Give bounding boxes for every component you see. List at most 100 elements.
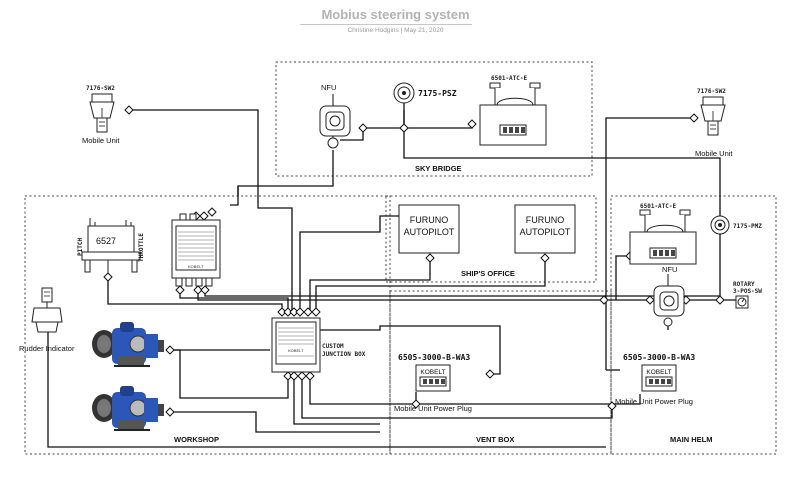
connectors <box>43 105 725 417</box>
connector-node[interactable] <box>103 272 113 282</box>
connector-node[interactable] <box>165 345 175 355</box>
cjb-kobelt-label: KOBELT <box>288 348 304 353</box>
zone-ships-office-label: SHIP'S OFFICE <box>461 269 515 278</box>
connector-node[interactable] <box>207 207 217 217</box>
rotary-switch[interactable]: ROTARY 3-POS-SW <box>733 281 762 309</box>
custom-junction-box[interactable]: KOBELT CUSTOM JUNCTION BOX <box>271 317 366 373</box>
connector-node[interactable] <box>311 307 321 317</box>
hydraulic-pump-top[interactable] <box>92 322 164 367</box>
helm-nfu-knob-icon <box>663 317 673 327</box>
wire <box>179 290 289 312</box>
wire <box>299 215 408 312</box>
sky-nfu-label: NFU <box>321 83 336 92</box>
sky-atc-label: 6501-ATC-E <box>491 75 528 82</box>
sky-nfu-device[interactable]: NFU <box>319 83 351 149</box>
workshop-kobelt-box[interactable]: KOBELT <box>171 213 221 287</box>
furuno-2-model: AUTOPILOT <box>520 227 571 237</box>
wire <box>293 376 380 425</box>
wire <box>170 349 289 399</box>
connector-node[interactable] <box>303 307 313 317</box>
wire <box>320 325 501 375</box>
wire <box>615 255 630 300</box>
sky-psz-label: 7175-PSZ <box>418 89 457 98</box>
connector-node[interactable] <box>295 307 305 317</box>
furuno-2-brand: FURUNO <box>526 215 565 225</box>
workshop-kobelt-label: KOBELT <box>188 264 204 269</box>
rudder-indicator[interactable]: Rudder Indicator <box>19 287 75 353</box>
connector-node[interactable] <box>297 371 307 381</box>
wire <box>230 186 239 206</box>
connector-node[interactable] <box>399 123 409 133</box>
rudder-label: Rudder Indicator <box>19 344 75 353</box>
vent-plug-code: 6505-3000-B-WA3 <box>398 353 470 362</box>
zone-vent-box-label: VENT BOX <box>476 435 514 444</box>
helm-pmz-label: 7175-PMZ <box>733 223 762 230</box>
mobile-unit-left[interactable]: 7176-SW2 Mobile Unit <box>82 85 120 145</box>
vent-plug-brand: KOBELT <box>420 369 445 376</box>
wire <box>404 124 473 129</box>
zone-sky-bridge <box>275 61 593 177</box>
sky-atc-device[interactable]: 6501-ATC-E <box>479 75 547 146</box>
connector-node[interactable] <box>689 113 699 123</box>
connector-node[interactable] <box>289 371 299 381</box>
zone-vent-box <box>389 290 612 455</box>
joystick-6527[interactable]: 6527 PITCH THROTTLE <box>77 218 145 273</box>
connector-node[interactable] <box>175 285 185 295</box>
hydraulic-pump-bottom[interactable] <box>92 386 164 431</box>
helm-plug-code: 6505-3000-B-WA3 <box>623 353 695 362</box>
helm-pmz-device[interactable]: 7175-PMZ <box>710 215 762 296</box>
connector-node[interactable] <box>715 295 725 305</box>
vent-plug-label: Mobile Unit Power Plug <box>394 404 472 413</box>
connector-node[interactable] <box>411 399 421 409</box>
connector-node[interactable] <box>200 285 210 295</box>
connector-node[interactable] <box>425 253 435 263</box>
nfu-knob-icon <box>327 137 339 149</box>
zone-sky-bridge-label: SKY BRIDGE <box>415 164 462 173</box>
wire <box>309 376 641 405</box>
mobile-left-code: 7176-SW2 <box>86 85 115 92</box>
furuno-autopilot-1[interactable]: FURUNO AUTOPILOT <box>398 204 460 254</box>
connector-node[interactable] <box>165 407 175 417</box>
zone-workshop-label: WORKSHOP <box>174 435 219 444</box>
wire <box>107 277 283 312</box>
furuno-1-model: AUTOPILOT <box>404 227 455 237</box>
wire <box>605 117 694 370</box>
helm-power-plug[interactable]: 6505-3000-B-WA3 KOBELT Mobile Unit Power… <box>615 353 695 406</box>
wire <box>47 340 606 448</box>
connector-node[interactable] <box>193 285 203 295</box>
mobile-unit-right[interactable]: 7176-SW2 Mobile Unit <box>695 88 733 158</box>
page-title: Mobius steering system <box>321 7 470 22</box>
wires <box>47 109 738 448</box>
vent-power-plug[interactable]: 6505-3000-B-WA3 KOBELT Mobile Unit Power… <box>394 353 472 413</box>
connector-node[interactable] <box>540 253 550 263</box>
connector-node[interactable] <box>124 105 134 115</box>
title-underline <box>300 24 472 25</box>
wire <box>309 258 431 312</box>
zone-workshop <box>24 195 391 455</box>
rotary-label-b: 3-POS-SW <box>733 288 762 295</box>
connector-node[interactable] <box>467 119 477 129</box>
connector-node[interactable] <box>199 211 209 221</box>
helm-atc-label: 6501-ATC-E <box>640 203 677 210</box>
wire <box>170 411 380 433</box>
helm-plug-brand: KOBELT <box>646 369 671 376</box>
zone-main-helm-label: MAIN HELM <box>670 435 713 444</box>
mobile-left-label: Mobile Unit <box>82 136 120 145</box>
connector-node[interactable] <box>599 295 609 305</box>
connector-node[interactable] <box>645 295 655 305</box>
mobile-right-code: 7176-SW2 <box>697 88 726 95</box>
connector-node[interactable] <box>607 401 617 411</box>
helm-atc-device[interactable]: 6501-ATC-E <box>629 203 697 265</box>
connector-node[interactable] <box>485 369 495 379</box>
furuno-1-brand: FURUNO <box>410 215 449 225</box>
sky-psz-device[interactable]: 7175-PSZ <box>393 82 457 124</box>
page-subtitle: Christine Hodgins | May 21, 2020 <box>0 27 791 34</box>
zone-main-helm <box>610 195 777 455</box>
connector-node[interactable] <box>358 123 368 133</box>
pitch-label: PITCH <box>77 238 84 256</box>
author: Christine Hodgins <box>347 27 399 34</box>
connector-node[interactable] <box>305 371 315 381</box>
furuno-autopilot-2[interactable]: FURUNO AUTOPILOT <box>514 204 576 254</box>
helm-nfu-device[interactable]: NFU <box>653 265 685 327</box>
